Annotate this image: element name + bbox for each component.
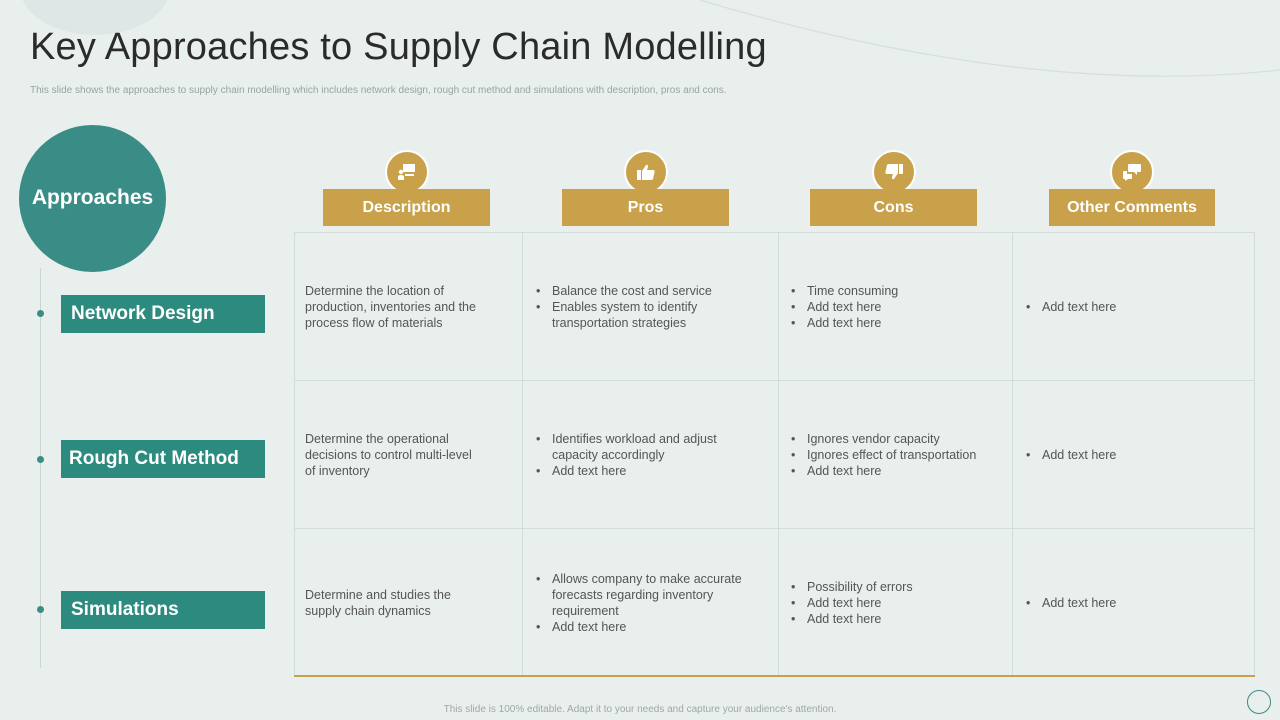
row-label-network-design: Network Design xyxy=(61,295,265,333)
corner-decoration xyxy=(1247,690,1271,714)
list-item: Add text here xyxy=(789,611,1004,627)
list-item: Add text here xyxy=(1024,299,1244,315)
row-bullet xyxy=(37,456,44,463)
list-item: Time consuming xyxy=(789,283,1004,299)
cell-comments-rough-cut-method: Add text here xyxy=(1024,447,1244,463)
thumbs-down-icon xyxy=(872,150,916,194)
list-item: Allows company to make accurate forecast… xyxy=(534,571,756,619)
row-label-rough-cut-method: Rough Cut Method xyxy=(61,440,265,478)
list-item: Add text here xyxy=(534,619,756,635)
description-line: Determine and studies the xyxy=(305,588,451,602)
cell-cons-simulations: Possibility of errors Add text here Add … xyxy=(789,579,1004,627)
list-item: Add text here xyxy=(534,463,744,479)
description-line: Determine the operational xyxy=(305,432,449,446)
column-header-other-comments: Other Comments xyxy=(1049,189,1215,226)
description-line: process flow of materials xyxy=(305,316,443,330)
list-item: Add text here xyxy=(1024,447,1244,463)
list-item: Add text here xyxy=(1024,595,1244,611)
page-subtitle: This slide shows the approaches to suppl… xyxy=(30,85,727,96)
list-item: Identifies workload and adjust capacity … xyxy=(534,431,744,463)
page-title: Key Approaches to Supply Chain Modelling xyxy=(30,26,767,68)
table-divider xyxy=(778,232,779,676)
column-header-cons: Cons xyxy=(810,189,977,226)
timeline-line xyxy=(40,268,41,668)
chat-bubbles-icon xyxy=(1110,150,1154,194)
list-item: Add text here xyxy=(789,299,1004,315)
description-line: supply chain dynamics xyxy=(305,604,431,618)
cell-cons-rough-cut-method: Ignores vendor capacity Ignores effect o… xyxy=(789,431,1004,479)
approaches-label: Approaches xyxy=(31,185,154,209)
cell-cons-network-design: Time consuming Add text here Add text he… xyxy=(789,283,1004,331)
table-divider xyxy=(294,528,1255,529)
cell-pros-network-design: Balance the cost and service Enables sys… xyxy=(534,283,744,331)
approaches-circle: Approaches xyxy=(19,125,166,272)
list-item: Balance the cost and service xyxy=(534,283,744,299)
cell-description-network-design: Determine the location of production, in… xyxy=(305,283,495,331)
cell-description-rough-cut-method: Determine the operational decisions to c… xyxy=(305,431,495,479)
cell-comments-simulations: Add text here xyxy=(1024,595,1244,611)
list-item: Enables system to identify transportatio… xyxy=(534,299,744,331)
list-item: Add text here xyxy=(789,463,1004,479)
table-bottom-rule xyxy=(294,675,1255,677)
description-line: Determine the location of xyxy=(305,284,444,298)
list-item: Possibility of errors xyxy=(789,579,1004,595)
presentation-icon xyxy=(385,150,429,194)
list-item: Ignores vendor capacity xyxy=(789,431,1004,447)
description-line: production, inventories and the xyxy=(305,300,476,314)
row-label-simulations: Simulations xyxy=(61,591,265,629)
cell-pros-rough-cut-method: Identifies workload and adjust capacity … xyxy=(534,431,744,479)
cell-comments-network-design: Add text here xyxy=(1024,299,1244,315)
cell-description-simulations: Determine and studies the supply chain d… xyxy=(305,587,495,619)
table-divider xyxy=(1012,232,1013,676)
list-item: Add text here xyxy=(789,315,1004,331)
description-line: decisions to control multi-level xyxy=(305,448,472,462)
column-header-description: Description xyxy=(323,189,490,226)
column-header-pros: Pros xyxy=(562,189,729,226)
list-item: Add text here xyxy=(789,595,1004,611)
row-bullet xyxy=(37,606,44,613)
list-item: Ignores effect of transportation xyxy=(789,447,1004,463)
table-divider xyxy=(294,380,1255,381)
table-divider xyxy=(522,232,523,676)
thumbs-up-icon xyxy=(624,150,668,194)
row-bullet xyxy=(37,310,44,317)
footer-note: This slide is 100% editable. Adapt it to… xyxy=(443,704,837,715)
description-line: of inventory xyxy=(305,464,370,478)
cell-pros-simulations: Allows company to make accurate forecast… xyxy=(534,571,756,635)
